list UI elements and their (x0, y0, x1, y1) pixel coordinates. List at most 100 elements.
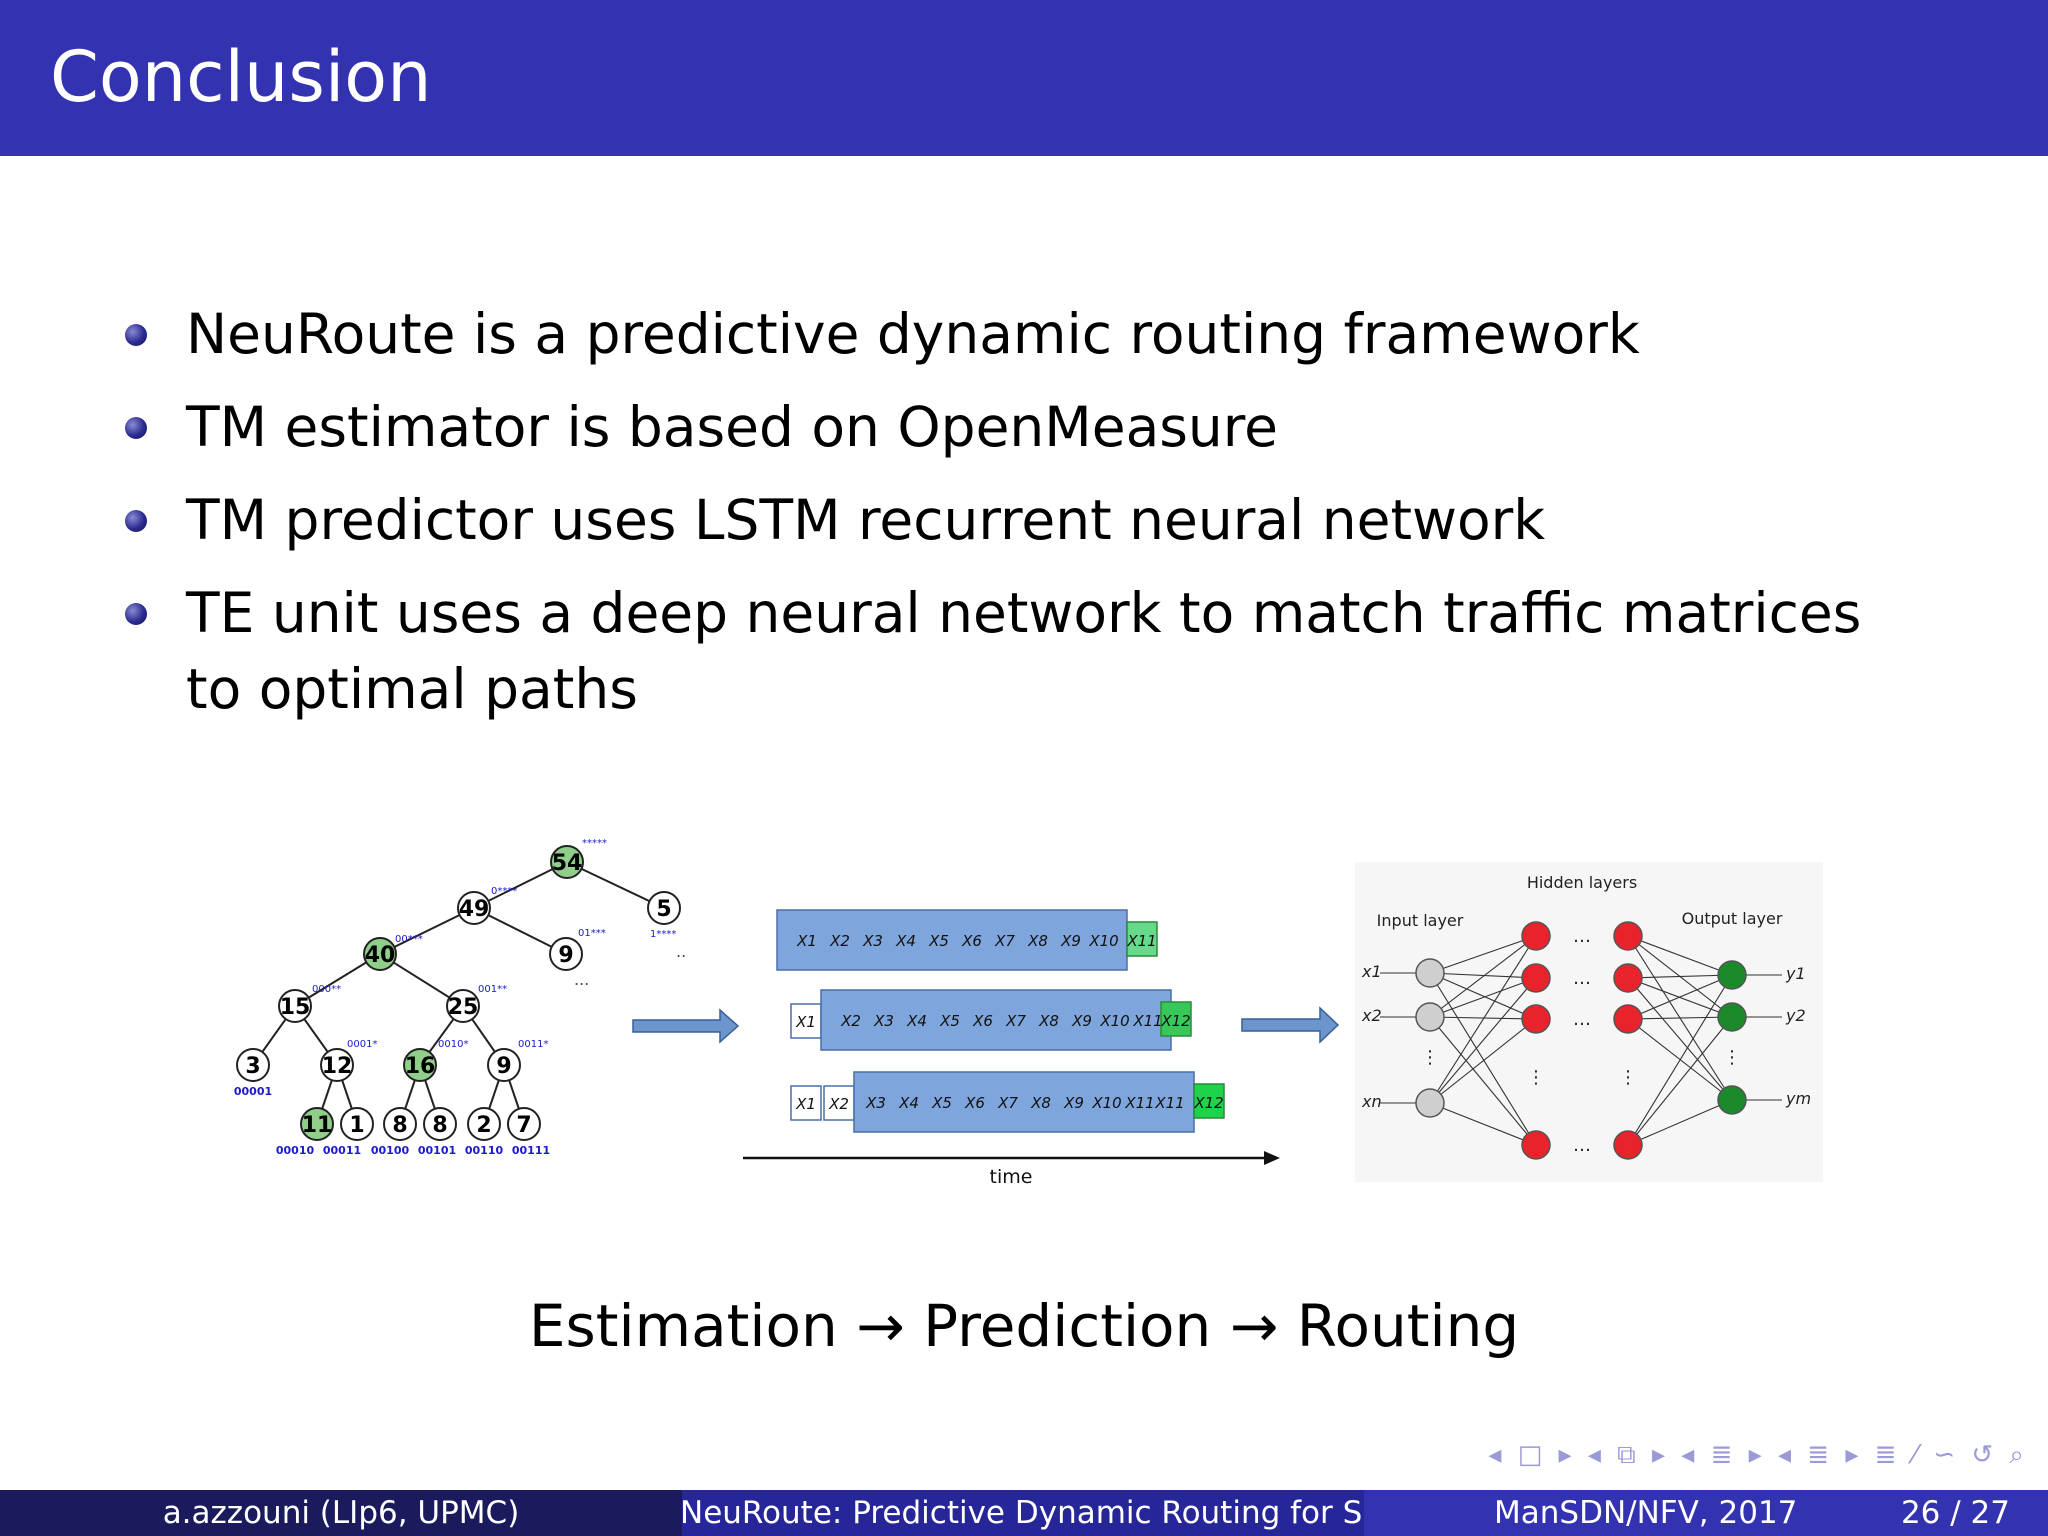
tree-node-label: 9 (558, 943, 573, 968)
cell-label: X10 (1088, 932, 1118, 950)
tree-node-label: 1 (349, 1113, 364, 1138)
tree-node (550, 845, 584, 879)
tree-prefixes: ***** 0**** 1**** 00*** 01*** 000** 001*… (312, 838, 676, 1050)
input-label: xn (1361, 1092, 1382, 1111)
prefix-label: 000** (312, 984, 341, 995)
cell-label: X8 (1030, 1094, 1051, 1112)
bullet-text: TM predictor uses LSTM recurrent neural … (186, 488, 1546, 552)
tree-node (236, 1048, 270, 1082)
svg-text:..: .. (676, 942, 686, 961)
cell-label: X11 (1132, 1012, 1162, 1030)
tree-node (549, 937, 583, 971)
prefix-label: 0011* (518, 1039, 548, 1050)
bullet-text: TM estimator is based on OpenMeasure (186, 395, 1279, 459)
prefix-label: 0010* (438, 1039, 468, 1050)
svg-text:⋮: ⋮ (1723, 1047, 1741, 1068)
cell-label: X11 (1126, 932, 1156, 950)
tree-node (340, 1107, 374, 1141)
cell-label: X2 (829, 932, 850, 950)
pipeline-svg: 54 49 5 40 9 15 25 3 12 16 9 11 1 (234, 838, 1823, 1188)
tree-node-label: 25 (448, 995, 479, 1020)
prefix-label: ***** (582, 838, 607, 849)
pipeline-caption: Estimation → Prediction → Routing (528, 1292, 1520, 1360)
neural-network: ………… ⋮⋮⋮⋮ Hidden layers Input layer Outp… (1355, 862, 1823, 1182)
bullet-text: NeuRoute is a predictive dynamic routing… (186, 302, 1640, 366)
footer-title-text: NeuRoute: Predictive Dynamic Routing for… (682, 1495, 1364, 1531)
nn-connections (1380, 935, 1782, 1146)
cell-label: X2 (840, 1012, 861, 1030)
tree-node-label: 40 (365, 943, 396, 968)
bullet-icon (125, 510, 147, 532)
svg-text:…: … (1573, 1135, 1591, 1156)
cell-label: X9 (1063, 1094, 1084, 1112)
cell-label: X1 (795, 1013, 816, 1031)
hidden-layers-label: Hidden layers (1527, 873, 1637, 892)
tree-node-label: 49 (459, 897, 490, 922)
cell-label: X9 (1060, 932, 1081, 950)
tree-node (457, 891, 491, 925)
beamer-navigation-icon[interactable]: ◂ □ ▸ ◂ ⧉ ▸ ◂ ≣ ▸ ◂ ≣ ▸ ≣ ⁄ ∽ ↺ ⌕ (1488, 1440, 2028, 1470)
cell-label: X6 (961, 932, 982, 950)
bullet-item: NeuRoute is a predictive dynamic routing… (0, 296, 1886, 372)
cell-label: X12 (1160, 1012, 1190, 1030)
bullet-item: TE unit uses a deep neural network to ma… (0, 575, 1886, 727)
cell-label: X10 (1099, 1012, 1129, 1030)
footer-title: NeuRoute: Predictive Dynamic Routing for… (682, 1490, 1364, 1536)
tree-node (363, 937, 397, 971)
tree-nodes: 54 49 5 40 9 15 25 3 12 16 9 11 1 (236, 845, 681, 1141)
bullet-icon (125, 417, 147, 439)
input-label: x2 (1361, 1006, 1382, 1025)
input-layer-label: Input layer (1377, 911, 1464, 930)
cell-label: X11 (1124, 1094, 1154, 1112)
bullet-text: TE unit uses a deep neural network to ma… (186, 581, 1862, 721)
cell-label: X7 (1005, 1012, 1026, 1030)
tree-node (300, 1107, 334, 1141)
cell-label: X8 (1027, 932, 1048, 950)
output-label: y1 (1785, 964, 1806, 983)
prefix-label: 001** (478, 984, 507, 995)
cell-label: X9 (1071, 1012, 1092, 1030)
tree-node (320, 1048, 354, 1082)
footer-venue: ManSDN/NFV, 2017 (1494, 1495, 1798, 1531)
tree-node (507, 1107, 541, 1141)
leaf-code: 00100 (371, 1144, 410, 1157)
cell-label: X6 (964, 1094, 985, 1112)
prefix-label: 0**** (491, 886, 517, 897)
tree-node-label: 7 (516, 1113, 531, 1138)
cell-label: X1 (795, 1095, 816, 1113)
footer-info: ManSDN/NFV, 2017 26 / 27 (1364, 1490, 2048, 1536)
cell-label: X1 (796, 932, 817, 950)
tree-node (487, 1048, 521, 1082)
footer-page-number: 26 / 27 (1900, 1495, 2010, 1531)
tree-node (383, 1107, 417, 1141)
tree-node-label: 15 (280, 995, 311, 1020)
nn-dots: ………… ⋮⋮⋮⋮ (1421, 926, 1741, 1156)
tree-node (403, 1048, 437, 1082)
footer-author: a.azzouni (LIp6, UPMC) (0, 1490, 682, 1536)
output-layer-label: Output layer (1682, 909, 1783, 928)
cell-label: X12 (1193, 1094, 1223, 1112)
input-label: x1 (1361, 962, 1382, 981)
bullet-list: NeuRoute is a predictive dynamic routing… (0, 296, 2048, 744)
leaf-code: 00101 (418, 1144, 456, 1157)
leaf-codes: 00001 00010 00011 00100 00101 00110 0011… (234, 1085, 550, 1157)
slide-title: Conclusion (50, 36, 432, 118)
tree-node-label: 2 (476, 1113, 491, 1138)
tree-node (278, 989, 312, 1023)
bullet-icon (125, 603, 147, 625)
lstm-cells: X1 X2 X3 X4 X5 X6 X7 X8 X9 X10 X11 X1 X2… (795, 932, 1224, 1113)
cell-label: X7 (997, 1094, 1018, 1112)
lstm-timeline (776, 909, 1225, 1133)
tree-node (446, 989, 480, 1023)
prefix-label: 0001* (347, 1039, 377, 1050)
svg-text:⋮: ⋮ (1527, 1067, 1545, 1088)
tree-node-label: 11 (302, 1113, 333, 1138)
output-label: y2 (1785, 1006, 1806, 1025)
leaf-code: 00001 (234, 1085, 272, 1098)
svg-text:...: ... (574, 970, 589, 989)
tree-node-label: 54 (552, 851, 583, 876)
leaf-code: 00110 (465, 1144, 504, 1157)
tree-ellipses: ... .. (574, 942, 686, 989)
cell-label: X8 (1038, 1012, 1059, 1030)
cell-label: X5 (931, 1094, 952, 1112)
